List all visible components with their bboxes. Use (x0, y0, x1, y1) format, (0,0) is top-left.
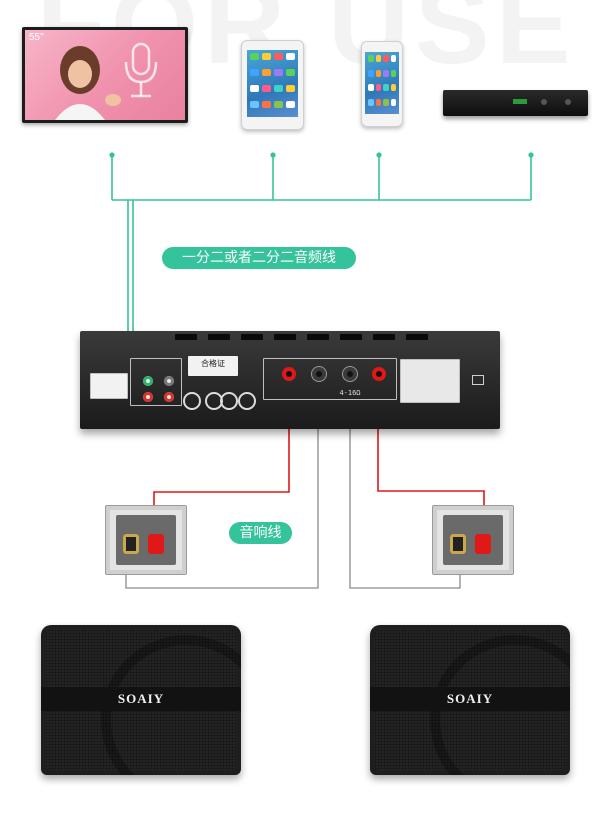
binding-post-black (450, 534, 466, 554)
audio-cable-label: 一分二或者二分二音频线 (162, 247, 356, 269)
rca-input-panel (130, 358, 182, 406)
app-icon-grid (368, 55, 396, 111)
speaker-right: SOAIY (370, 625, 570, 775)
singer-illustration (55, 42, 158, 120)
tablet (241, 40, 304, 130)
binding-post-black (123, 534, 139, 554)
speaker-left: SOAIY (41, 625, 241, 775)
dvd-player (443, 90, 588, 116)
certificate-text: 合格证 (201, 359, 225, 368)
rca-jack-white (164, 376, 174, 386)
binding-post-red (475, 534, 491, 554)
speaker-cable-label: 音响线 (229, 522, 292, 544)
rca-jack-white (143, 376, 153, 386)
certification-icon (220, 392, 238, 410)
speaker-terminal-negative (343, 367, 357, 381)
tv-size-label: 55" (29, 32, 44, 43)
certificate-label: 合格证 (188, 356, 238, 376)
tv-screen: 55" (25, 30, 185, 120)
binding-post-red (148, 534, 164, 554)
power-socket (472, 375, 484, 385)
smartphone (361, 41, 403, 127)
rca-jack-red (143, 392, 153, 402)
speaker-terminal-negative (312, 367, 326, 381)
warning-label (90, 373, 128, 399)
speaker-terminal-panel-right (432, 505, 514, 575)
speaker-output-panel (263, 358, 397, 400)
speaker-terminal-positive (282, 367, 296, 381)
speaker-terminal-positive (372, 367, 386, 381)
amplifier-rear-panel: 4-16Ω (80, 331, 500, 429)
app-icon-grid (250, 53, 295, 114)
speaker-terminal-panel-left (105, 505, 187, 575)
player-knob (565, 99, 571, 105)
rca-jack-red (164, 392, 174, 402)
player-knob (541, 99, 547, 105)
television: 55" (22, 27, 188, 123)
speaker-brand-logo: SOAIY (446, 691, 494, 706)
tablet-screen (247, 50, 298, 117)
player-display (513, 99, 527, 104)
impedance-label: 4-16Ω (339, 389, 361, 397)
spec-plate (400, 359, 460, 403)
certification-icon (183, 392, 201, 410)
ccc-icon (238, 392, 256, 410)
cable-connector-dots (109, 152, 534, 158)
speaker-brand-logo: SOAIY (117, 691, 165, 706)
phone-screen (365, 52, 399, 114)
